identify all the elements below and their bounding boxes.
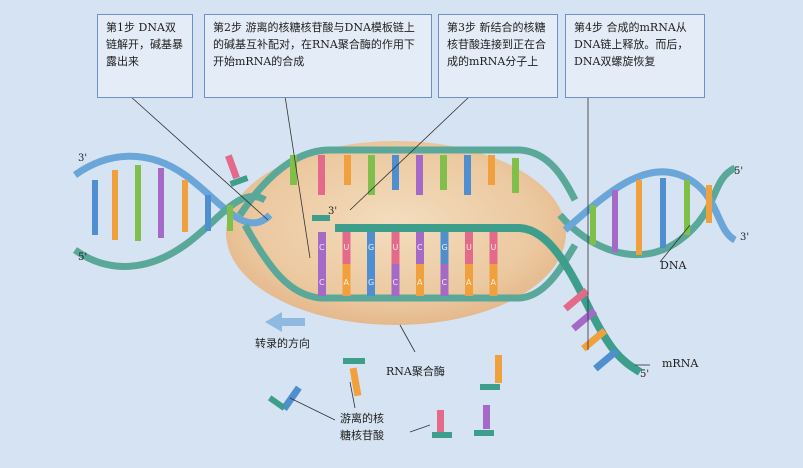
template-base (465, 264, 473, 296)
pointer-lines (129, 95, 691, 433)
template-base-label: A (491, 278, 497, 287)
rna-base (416, 232, 424, 264)
direction-label: 转录的方向 (255, 337, 310, 350)
template-base-label: A (417, 278, 423, 287)
non-template-strand (237, 146, 579, 217)
template-base (367, 264, 375, 296)
template-base-label: C (319, 278, 325, 287)
right-top-end: 5' (734, 166, 744, 177)
template-base-label: C (442, 278, 448, 287)
dna-helix-right (557, 164, 737, 259)
template-strand (241, 223, 579, 302)
mrna-label: mRNA (662, 357, 699, 370)
rna-base (489, 232, 498, 264)
free-nucleotide-1 (225, 154, 249, 187)
step-2-box: 第2步 游离的核糖核苷酸与DNA模板链上的碱基互补配对，在RNA聚合酶的作用下开… (204, 14, 432, 98)
direction-arrow (265, 312, 305, 332)
rna-base (318, 232, 326, 264)
rna-base-label: U (393, 243, 399, 252)
free-nucleotide-5 (474, 405, 494, 436)
template-base (318, 264, 326, 296)
rna-base-label: C (319, 243, 325, 252)
rna-base-label: U (466, 243, 472, 252)
rna-base (367, 232, 375, 264)
mrna-tail-bases (563, 288, 620, 372)
template-base (440, 264, 449, 296)
free-nucleotide-3 (343, 358, 365, 397)
free-nucleotide-4 (480, 355, 502, 390)
center-end: 3' (328, 206, 338, 217)
left-bottom-end: 5' (78, 252, 88, 263)
right-bottom-end: 3' (740, 232, 750, 243)
free-nucleotide-2 (267, 385, 302, 411)
template-base (391, 264, 400, 296)
template-base-label: G (368, 278, 374, 287)
rna-base-label: U (344, 243, 350, 252)
rna-base (342, 232, 351, 264)
template-base (416, 264, 424, 296)
dna-label: DNA (660, 259, 687, 272)
step-1-box: 第1步 DNA双链解开，碱基暴露出来 (97, 14, 193, 98)
step-4-box: 第4步 合成的mRNA从DNA链上释放。而后，DNA双螺旋恢复 (565, 14, 705, 98)
template-base-label: C (393, 278, 399, 287)
free-nucleotide-6 (432, 410, 452, 438)
mrna-5-end: 5' (640, 369, 650, 380)
template-base (489, 264, 498, 296)
free-nucleotide-7 (312, 215, 330, 221)
mrna-strand (335, 224, 643, 376)
rna-base-label: G (368, 243, 374, 252)
free-nucleotides-label: 游离的核糖核苷酸 (340, 412, 384, 442)
left-top-end: 3' (78, 153, 88, 164)
template-base-label: A (344, 278, 350, 287)
rna-base (465, 232, 473, 264)
rna-base-label: C (417, 243, 423, 252)
dna-helix-left (72, 152, 273, 270)
rna-base (391, 232, 400, 264)
step-3-box: 第3步 新结合的核糖核苷酸连接到正在合成的mRNA分子上 (438, 14, 558, 98)
polymerase-label: RNA聚合酶 (386, 365, 445, 378)
base-pairs: C C U A G G U C C A G C U A U A (318, 232, 498, 296)
rna-base-label: G (442, 243, 448, 252)
rna-base (440, 232, 449, 264)
template-base (342, 264, 351, 296)
rna-base-label: U (491, 243, 497, 252)
template-base-label: A (466, 278, 472, 287)
